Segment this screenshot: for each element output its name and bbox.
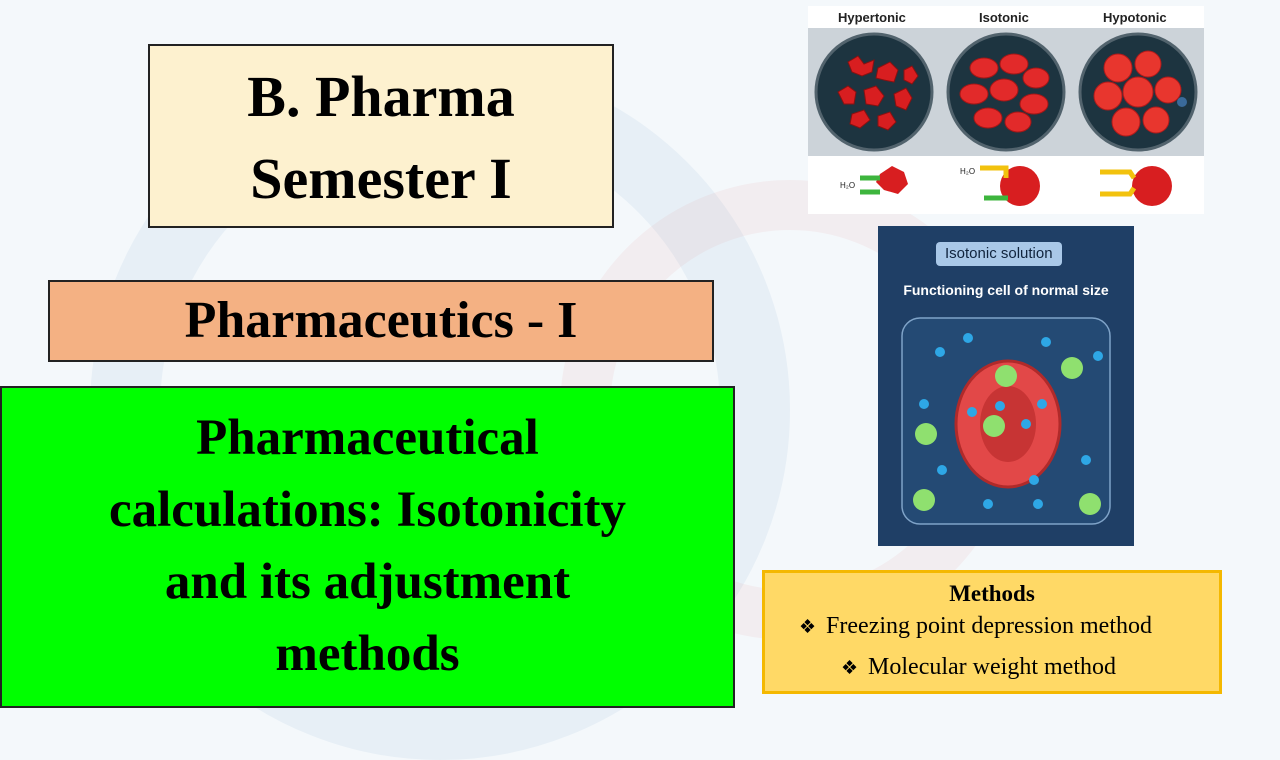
topic-line-3: and its adjustment	[164, 554, 571, 610]
title-box: B. Pharma Semester I	[148, 44, 614, 228]
method-item: ❖ Freezing point depression method	[799, 613, 1152, 640]
subject-box: Pharmaceutics - I	[48, 280, 714, 362]
title-line-2: Semester I	[250, 146, 512, 211]
diamond-bullet-icon: ❖	[841, 658, 859, 679]
diamond-bullet-icon: ❖	[799, 617, 817, 638]
label-isotonic: Isotonic	[979, 10, 1029, 25]
label-hypertonic: Hypertonic	[838, 10, 906, 25]
tonicity-figure: Hypertonic Isotonic Hypotonic	[808, 6, 1204, 214]
tonicity-illustration: H₂O H₂O	[808, 28, 1204, 206]
isotonic-illustration	[901, 317, 1111, 525]
label-hypotonic: Hypotonic	[1103, 10, 1167, 25]
water-label: H₂O	[840, 181, 855, 190]
topic-line-4: methods	[275, 626, 460, 682]
isotonic-badge: Isotonic solution	[936, 242, 1062, 266]
topic-line-1: Pharmaceutical	[196, 410, 539, 466]
topic-line-2: calculations: Isotonicity	[108, 482, 627, 538]
isotonic-caption: Functioning cell of normal size	[903, 282, 1109, 298]
subject-text: Pharmaceutics - I	[184, 292, 578, 349]
isotonic-figure: Isotonic solution Functioning cell of no…	[878, 226, 1134, 546]
method-item: ❖ Molecular weight method	[841, 654, 1116, 681]
hypertonic-dish	[814, 32, 934, 152]
methods-title: Methods	[949, 581, 1035, 606]
method-item-label: Molecular weight method	[868, 654, 1116, 680]
title-line-1: B. Pharma	[247, 64, 515, 129]
isotonic-dish	[946, 32, 1066, 152]
topic-box: Pharmaceutical calculations: Isotonicity…	[0, 386, 735, 708]
water-label: H₂O	[960, 167, 975, 176]
method-item-label: Freezing point depression method	[826, 613, 1152, 639]
methods-box: Methods ❖ Freezing point depression metho…	[762, 570, 1222, 694]
hypotonic-dish	[1078, 32, 1198, 152]
